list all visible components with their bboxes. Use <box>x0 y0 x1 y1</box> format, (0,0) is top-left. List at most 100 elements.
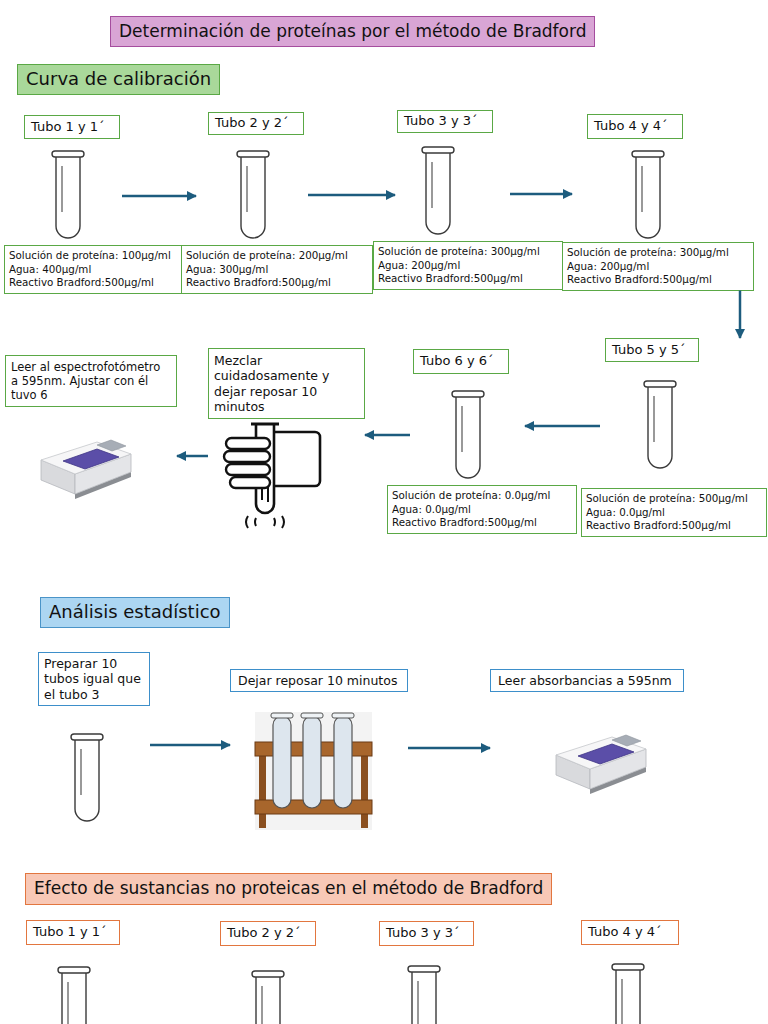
tube-label: Tubo 1 y 1´ <box>24 115 120 139</box>
rack-tube-rim <box>332 713 354 718</box>
step-note: Leer al espectrofotómetro a 595nm. Ajust… <box>5 355 177 407</box>
test-tube <box>71 734 103 821</box>
flow-arrow <box>510 193 572 196</box>
test-tube <box>58 967 90 1024</box>
reagent-line: Reactivo Bradford:500µg/ml <box>378 272 558 286</box>
tube-label: Tubo 2 y 2´ <box>227 922 315 944</box>
reagent-box: Solución de proteína: 0.0µg/mlAgua: 0.0µ… <box>387 485 577 534</box>
section-header: Efecto de sustancias no proteicas en el … <box>25 873 552 905</box>
test-tube <box>632 151 664 238</box>
reagent-line: Solución de proteína: 300µg/ml <box>567 246 749 260</box>
hand-finger <box>226 464 270 475</box>
tube-label: Tubo 6 y 6´ <box>413 349 509 374</box>
test-tube <box>237 151 269 238</box>
tube-label: Tubo 4 y 4´ <box>588 921 678 943</box>
tube-rack <box>255 712 372 830</box>
reagent-line: Agua: 200µg/ml <box>567 260 749 274</box>
section-title: Curva de calibración <box>26 65 211 93</box>
rack-tube <box>303 716 321 808</box>
flow-arrow <box>739 291 742 339</box>
test-tube <box>422 147 454 234</box>
flow-arrow <box>365 434 410 437</box>
tube-label: Tubo 2 y 2´ <box>208 112 304 135</box>
reagent-line: Agua: 300µg/ml <box>186 263 368 277</box>
reagent-line: Solución de proteína: 100µg/ml <box>9 249 177 263</box>
reagent-line: Reactivo Bradford:500µg/ml <box>567 273 749 287</box>
step-note: Mezclar cuidadosamente y dejar reposar 1… <box>208 348 365 419</box>
section-header: Análisis estadístico <box>40 597 230 628</box>
tube-step: Tubo 1 y 1´ <box>24 115 122 240</box>
tube-label: Tubo 4 y 4´ <box>587 114 683 139</box>
flow-arrow <box>308 194 395 197</box>
step-note: Dejar reposar 10 minutos <box>230 669 408 692</box>
reagent-box: Solución de proteína: 300µg/mlAgua: 200µ… <box>562 242 754 291</box>
hand-mixing-icon <box>224 424 320 528</box>
reagent-line: Agua: 0.0µg/ml <box>392 503 572 517</box>
reagent-line: Solución de proteína: 500µg/ml <box>586 492 762 506</box>
flow-arrow <box>525 425 600 428</box>
tube-label: Tubo 1 y 1´ <box>33 921 119 943</box>
tube-label: Tubo 3 y 3´ <box>397 110 493 133</box>
hand-tube-rim <box>251 423 279 426</box>
section-title: Efecto de sustancias no proteicas en el … <box>34 874 543 903</box>
tube-step: Tubo 4 y 4´ <box>572 114 687 242</box>
reagent-line: Reactivo Bradford:500µg/ml <box>392 516 572 530</box>
tube-step: Tubo 5 y 5´ <box>600 338 745 475</box>
rack-background <box>255 712 372 830</box>
reagent-line: Reactivo Bradford:500µg/ml <box>586 519 762 533</box>
flow-arrow <box>122 195 196 198</box>
tube-step: Tubo 2 y 2´ <box>196 112 308 242</box>
reagent-line: Agua: 0.0µg/ml <box>586 506 762 520</box>
reagent-line: Solución de proteína: 200µg/ml <box>186 249 368 263</box>
diagram-title: Determinación de proteínas por el método… <box>110 16 595 47</box>
rack-tube-rim <box>301 713 323 718</box>
step-note: Preparar 10 tubos igual que el tubo 3 <box>38 652 150 706</box>
section-header: Curva de calibración <box>17 64 220 95</box>
hand-finger <box>224 451 270 462</box>
step-note: Leer absorbancias a 595nm <box>490 669 684 692</box>
hand-finger <box>226 438 270 449</box>
test-tube <box>644 381 676 468</box>
test-tube <box>52 151 84 238</box>
tube-step: Tubo 6 y 6´ <box>410 349 525 484</box>
tube-label-box: Tubo 3 y 3´ <box>379 921 474 946</box>
test-tube <box>252 971 284 1024</box>
spectrophotometer <box>556 735 646 794</box>
tube-label: Tubo 3 y 3´ <box>386 922 473 944</box>
step-box: Leer absorbancias a 595nm <box>490 669 684 799</box>
reagent-box: Solución de proteína: 300µg/mlAgua: 200µ… <box>373 241 563 290</box>
tube-label: Tubo 5 y 5´ <box>605 338 699 362</box>
test-tube <box>408 966 440 1024</box>
tube-step: Tubo 3 y 3´ <box>395 110 510 242</box>
flow-arrow <box>150 744 230 747</box>
test-tube <box>612 964 644 1024</box>
tube-label-box: Tubo 2 y 2´ <box>220 921 316 946</box>
hand-finger <box>230 477 270 488</box>
tube-label-box: Tubo 1 y 1´ <box>26 920 120 945</box>
reagent-line: Solución de proteína: 300µg/ml <box>378 245 558 259</box>
step-box: Leer al espectrofotómetro a 595nm. Ajust… <box>5 355 177 505</box>
reagent-box: Solución de proteína: 500µg/mlAgua: 0.0µ… <box>581 488 767 537</box>
reagent-box: Solución de proteína: 200µg/mlAgua: 300µ… <box>181 245 373 294</box>
section-title: Análisis estadístico <box>49 598 221 626</box>
reagent-line: Solución de proteína: 0.0µg/ml <box>392 489 572 503</box>
rack-tube <box>334 716 352 808</box>
flow-arrow <box>408 747 490 750</box>
tube-label-box: Tubo 4 y 4´ <box>581 920 679 945</box>
test-tube <box>452 391 484 478</box>
reagent-box: Solución de proteína: 100µg/mlAgua: 400µ… <box>4 245 182 294</box>
flow-arrow <box>177 455 208 458</box>
step-box: Mezclar cuidadosamente y dejar reposar 1… <box>208 348 365 523</box>
reagent-line: Agua: 400µg/ml <box>9 263 177 277</box>
reagent-line: Agua: 200µg/ml <box>378 259 558 273</box>
reagent-line: Reactivo Bradford:500µg/ml <box>9 276 177 290</box>
step-box: Dejar reposar 10 minutos <box>230 669 408 829</box>
shake-lines <box>246 516 284 528</box>
reagent-line: Reactivo Bradford:500µg/ml <box>186 276 368 290</box>
hand-palm <box>268 432 320 486</box>
spectrophotometer <box>41 440 131 499</box>
step-box: Preparar 10 tubos igual que el tubo 3 <box>38 652 150 827</box>
rack-tube-rim <box>271 713 293 718</box>
rack-tube <box>273 716 291 808</box>
